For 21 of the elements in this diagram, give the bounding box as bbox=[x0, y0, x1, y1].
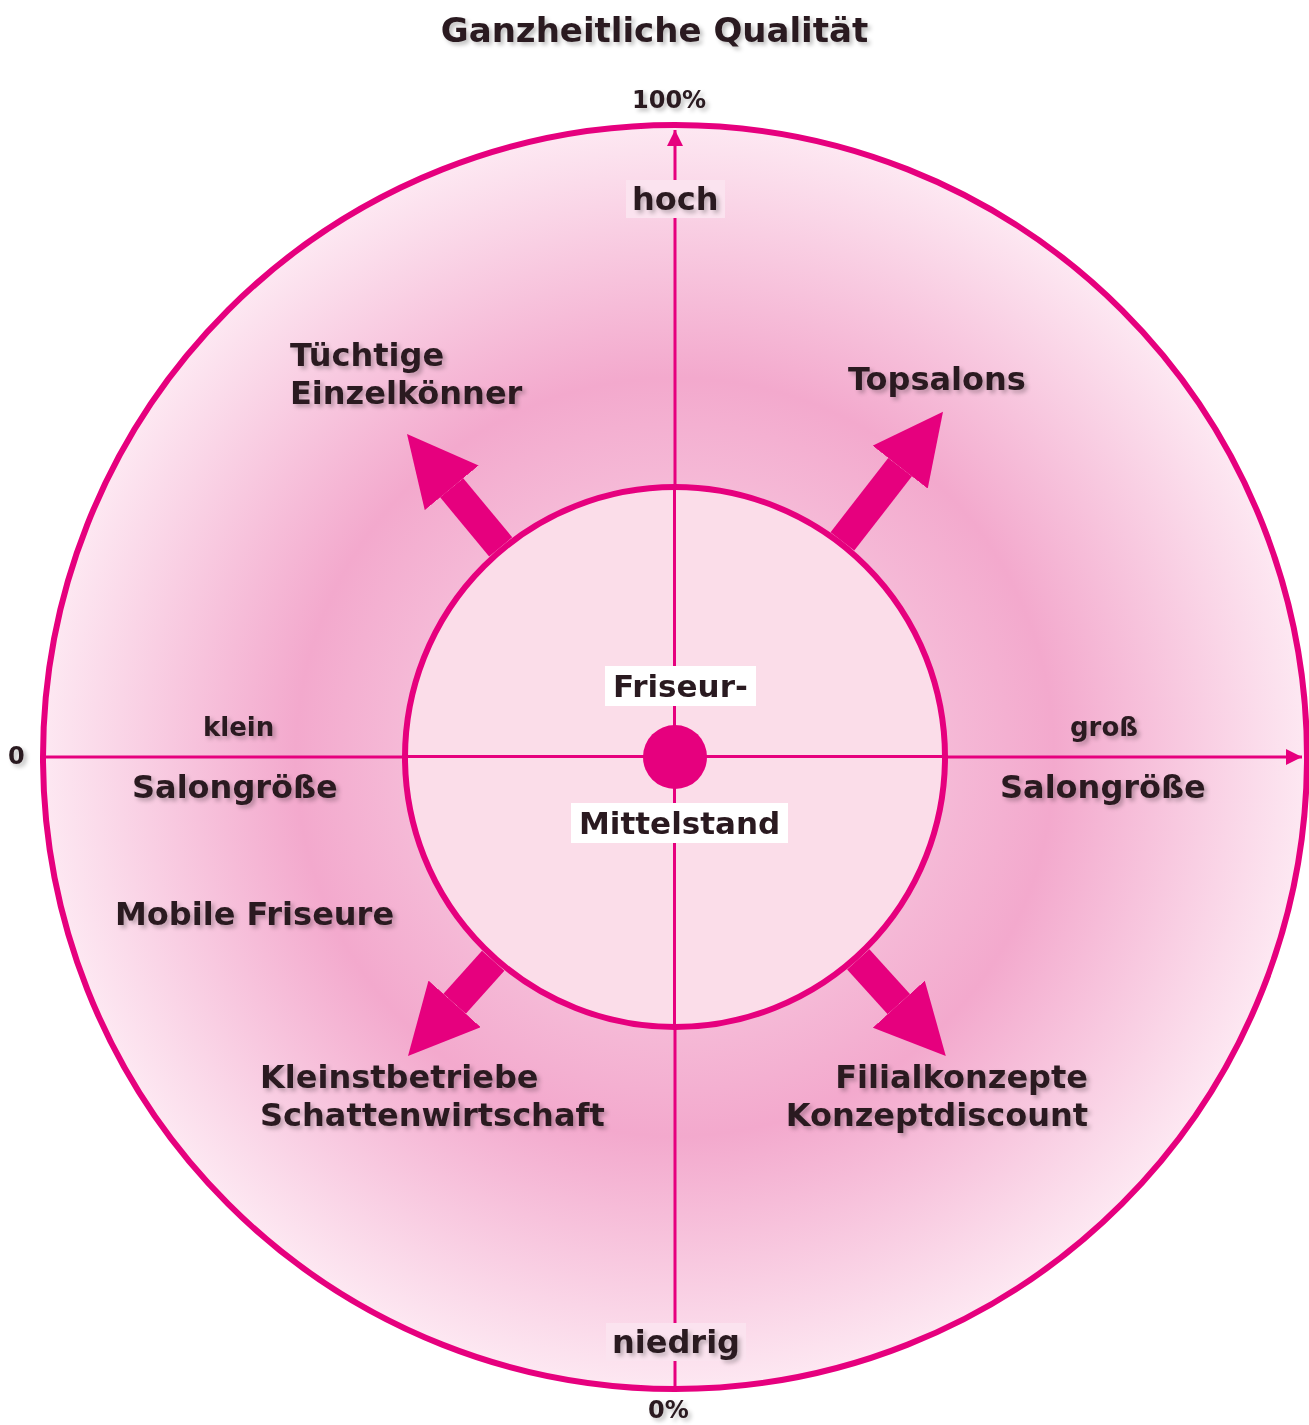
arrow bbox=[408, 950, 505, 1057]
axis-label: niedrig bbox=[606, 1323, 746, 1362]
scale-label: 0% bbox=[648, 1396, 689, 1425]
axis-label: Salongröße bbox=[132, 768, 338, 807]
category-label: Kleinstbetriebe Schattenwirtschaft bbox=[260, 1058, 630, 1154]
arrow bbox=[407, 433, 513, 557]
category-label: Mobile Friseure bbox=[115, 895, 395, 934]
axis-label: hoch bbox=[626, 180, 725, 219]
scale-label: 100% bbox=[632, 86, 707, 115]
center-label: Mittelstand bbox=[571, 803, 789, 843]
axis-label: groß bbox=[1070, 712, 1138, 744]
category-label: Tüchtige Einzelkönner bbox=[290, 336, 550, 432]
category-label: Topsalons bbox=[848, 360, 1038, 408]
scale-label: 0 bbox=[8, 742, 25, 771]
axis-title: Ganzheitliche Qualität bbox=[439, 10, 870, 51]
axis-label: klein bbox=[203, 712, 275, 744]
arrow bbox=[830, 411, 943, 551]
arrow bbox=[847, 949, 946, 1057]
category-label: Filialkonzepte Konzeptdiscount bbox=[772, 1058, 1088, 1154]
center-label: Friseur- bbox=[605, 666, 756, 706]
axis-label: Salongröße bbox=[1000, 768, 1206, 807]
